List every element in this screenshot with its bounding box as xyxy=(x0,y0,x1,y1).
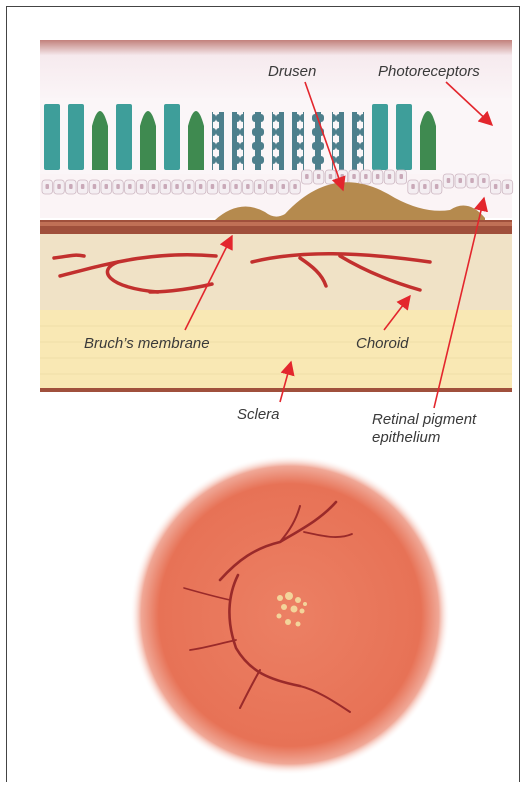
drusen-spot xyxy=(303,602,307,606)
photoreceptors xyxy=(44,104,436,170)
rpe-nucleus xyxy=(105,184,109,189)
rod-cell xyxy=(116,104,132,170)
choroid-layer xyxy=(40,234,512,310)
rpe-nucleus xyxy=(152,184,156,189)
rpe-nucleus xyxy=(246,184,250,189)
rod-cell xyxy=(396,104,412,170)
rod-cell xyxy=(44,104,60,170)
rpe-nucleus xyxy=(400,174,404,179)
rod-cell xyxy=(68,104,84,170)
rpe-nucleus xyxy=(223,184,227,189)
rpe-nucleus xyxy=(140,184,144,189)
rpe-nucleus xyxy=(305,174,309,179)
rpe-nucleus xyxy=(116,184,120,189)
chain-cell xyxy=(352,112,364,170)
drusen-spot xyxy=(285,619,291,625)
rpe-nucleus xyxy=(234,184,238,189)
epithelium-label: epithelium xyxy=(372,429,440,447)
rpe-nucleus xyxy=(341,174,345,179)
rpe-nucleus xyxy=(423,184,427,189)
rpe-nucleus xyxy=(329,174,333,179)
drusen-spot xyxy=(281,604,287,610)
rpe-nucleus xyxy=(187,184,191,189)
rpe-nucleus xyxy=(69,184,73,189)
drusen-spot xyxy=(291,606,298,613)
rpe-nucleus xyxy=(459,178,463,183)
rpe-nucleus xyxy=(93,184,97,189)
rod-cell xyxy=(372,104,388,170)
sclera-label: Sclera xyxy=(237,406,280,424)
chain-cell xyxy=(212,112,224,170)
rpe-nucleus xyxy=(164,184,168,189)
chain-cell xyxy=(332,112,344,170)
photoreceptors-label: Photoreceptors xyxy=(378,63,480,81)
chain-cell xyxy=(252,112,264,170)
rpe-nucleus xyxy=(411,184,415,189)
drusen-spot xyxy=(296,622,301,627)
rpe-nucleus xyxy=(388,174,392,179)
bruchs-membrane-label: Bruch’s membrane xyxy=(84,335,210,353)
rpe-nucleus xyxy=(435,184,439,189)
rpe-nucleus xyxy=(470,178,474,183)
chain-cell xyxy=(272,112,284,170)
rpe-nucleus xyxy=(46,184,50,189)
cone-cell xyxy=(92,111,108,170)
cone-cell xyxy=(188,111,204,170)
rpe-nucleus xyxy=(293,184,297,189)
rpe-nucleus xyxy=(482,178,486,183)
rpe-nucleus xyxy=(81,184,85,189)
rpe-nucleus xyxy=(494,184,498,189)
retinal-pigment-label: Retinal pigment xyxy=(372,411,476,429)
rpe-nucleus xyxy=(352,174,356,179)
rpe-nucleus xyxy=(447,178,451,183)
drusen-spot xyxy=(277,614,282,619)
rpe-nucleus xyxy=(317,174,321,179)
drusen-spot xyxy=(295,597,301,603)
chain-cell xyxy=(232,112,244,170)
cone-cell xyxy=(140,111,156,170)
fundus-view xyxy=(130,455,450,775)
drusen-label: Drusen xyxy=(268,63,316,81)
drusen-spot xyxy=(277,595,283,601)
rpe-nucleus xyxy=(57,184,61,189)
rpe-nucleus xyxy=(364,174,368,179)
choroid-label: Choroid xyxy=(356,335,409,353)
rpe-nucleus xyxy=(270,184,274,189)
rod-cell xyxy=(164,104,180,170)
rpe-nucleus xyxy=(506,184,510,189)
drusen-spot xyxy=(285,592,293,600)
fundus-disc xyxy=(130,455,450,775)
drusen-spot xyxy=(300,609,305,614)
rpe-nucleus xyxy=(258,184,262,189)
chain-cell xyxy=(292,112,304,170)
rpe-nucleus xyxy=(128,184,132,189)
rpe-nucleus xyxy=(199,184,203,189)
rpe-nucleus xyxy=(376,174,380,179)
rpe-nucleus xyxy=(211,184,215,189)
cone-cell xyxy=(420,111,436,170)
rpe-nucleus xyxy=(282,184,286,189)
rpe-nucleus xyxy=(175,184,179,189)
